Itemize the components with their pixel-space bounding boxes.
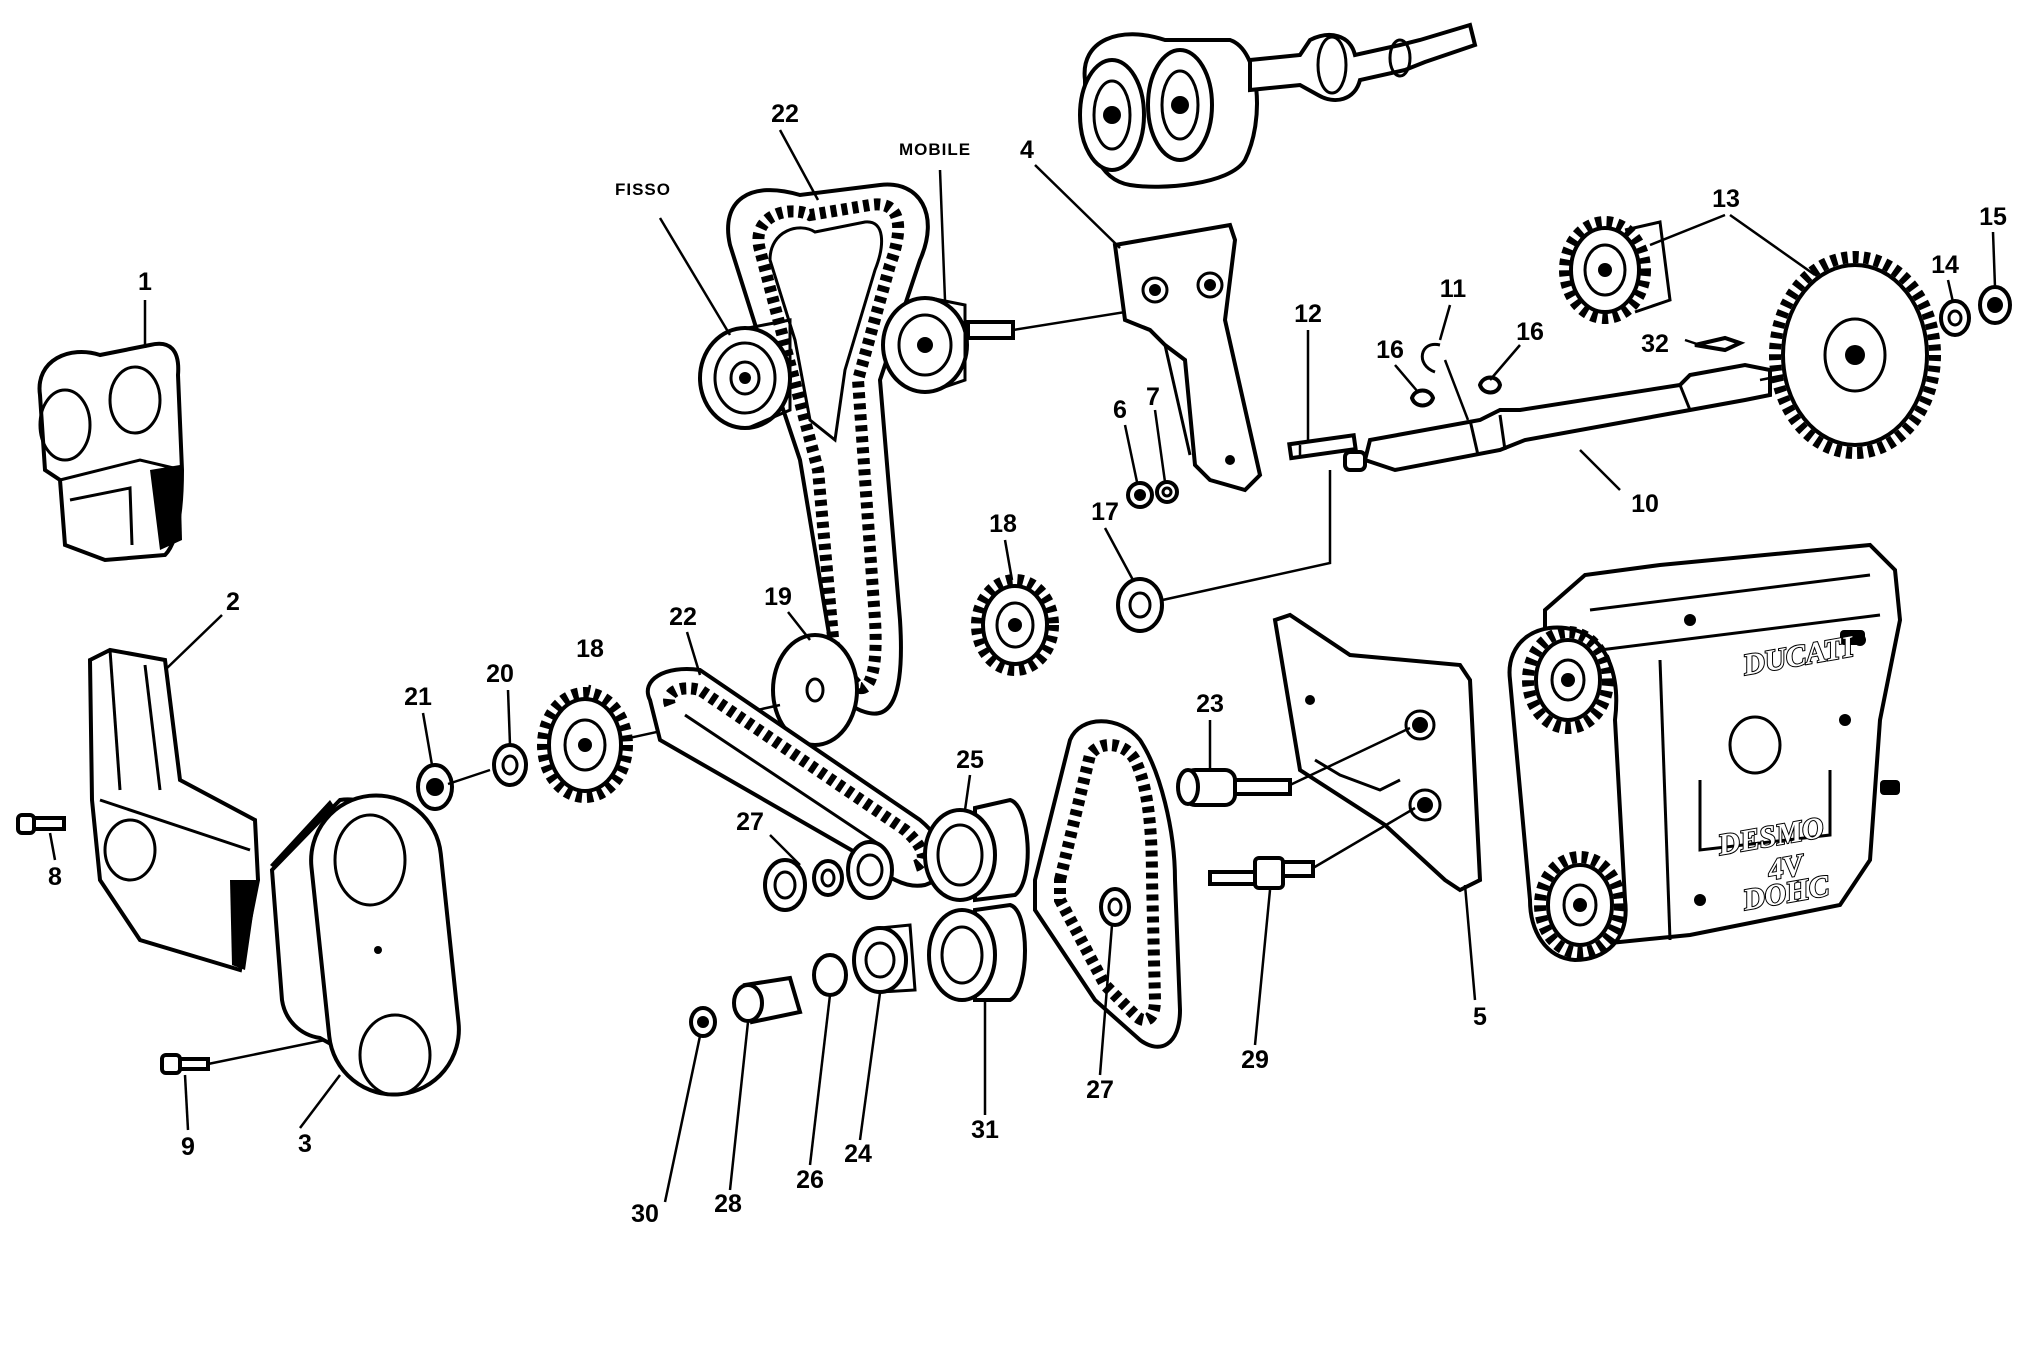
- part-32-key: [1694, 335, 1746, 353]
- label-16b: 16: [1516, 318, 1544, 346]
- part-30-nut: [689, 1006, 717, 1038]
- part-12-stud: [1287, 432, 1358, 461]
- label-27b: 27: [1086, 1076, 1114, 1104]
- label-26: 26: [796, 1166, 824, 1194]
- belt-right-diagonal: [1033, 719, 1183, 1049]
- label-1: 1: [138, 268, 152, 296]
- part-26-ring: [812, 953, 848, 997]
- part-21-nut: [416, 763, 454, 811]
- label-8: 8: [48, 863, 62, 891]
- part-16-key-a: [1409, 388, 1436, 408]
- part-20-washer: [492, 743, 528, 787]
- cylinder-head: DUCATI DESMO 4V DOHC: [1507, 542, 1903, 963]
- part-24-bearing: [852, 923, 917, 994]
- label-2: 2: [226, 588, 240, 616]
- label-12: 12: [1294, 300, 1322, 328]
- part-28-bushing: [732, 975, 803, 1025]
- part-29-stud: [1208, 806, 1416, 890]
- label-11: 11: [1440, 275, 1467, 303]
- label-27a: 27: [736, 808, 764, 836]
- label-25: 25: [956, 746, 984, 774]
- label-21: 21: [404, 683, 432, 711]
- camshaft-top: [1078, 22, 1478, 189]
- label-18a: 18: [989, 510, 1017, 538]
- label-17: 17: [1091, 498, 1119, 526]
- label-3: 3: [298, 1130, 312, 1158]
- idler-mobile: [881, 296, 1151, 394]
- label-10: 10: [1631, 490, 1659, 518]
- label-31: 31: [971, 1116, 999, 1144]
- part-17-washer: [1116, 577, 1164, 633]
- label-15: 15: [1979, 203, 2007, 231]
- part-11-circlip: [1420, 342, 1470, 421]
- label-22b: 22: [669, 603, 697, 631]
- label-24: 24: [844, 1140, 872, 1168]
- part-7-washer: [1155, 480, 1179, 504]
- label-32: 32: [1641, 330, 1669, 358]
- part-15-nut: [1978, 285, 2012, 325]
- part-23-stud: [1176, 726, 1411, 807]
- part-6-nut: [1126, 481, 1154, 509]
- label-28: 28: [714, 1190, 742, 1218]
- label-6: 6: [1113, 396, 1127, 424]
- label-18b: 18: [576, 635, 604, 663]
- part-27-bearing-mid: [846, 840, 894, 900]
- label-mobile: MOBILE: [899, 140, 971, 159]
- part-27-bearing-right: [1099, 887, 1131, 927]
- part-9-screw: [160, 1038, 326, 1131]
- label-13: 13: [1712, 185, 1740, 213]
- part-25-idler: [923, 797, 1030, 903]
- part-14-washer: [1939, 299, 1971, 337]
- part-16-key-b: [1477, 375, 1503, 395]
- part-4-bracket: [1112, 222, 1263, 493]
- label-20: 20: [486, 660, 514, 688]
- label-16a: 16: [1376, 336, 1404, 364]
- label-14: 14: [1931, 251, 1959, 279]
- part-18-pulley-upper: [971, 574, 1059, 676]
- label-7: 7: [1146, 383, 1160, 411]
- part-1-cover: [37, 341, 185, 563]
- part-13-gear-large: [1769, 251, 1941, 459]
- label-9: 9: [181, 1133, 195, 1161]
- part-22-top-belt: [726, 182, 930, 716]
- part-31-pulley: [927, 902, 1027, 1002]
- leader-lines: [143, 129, 1997, 1203]
- label-fisso: FISSO: [615, 180, 671, 199]
- label-19: 19: [764, 583, 792, 611]
- label-4: 4: [1020, 136, 1034, 164]
- part-18-pulley-lower: [537, 687, 633, 803]
- label-22a: 22: [771, 100, 799, 128]
- label-30: 30: [631, 1200, 659, 1228]
- part-3-belt-cover: [269, 793, 461, 1097]
- part-13-gear-small: [1559, 216, 1672, 324]
- label-5: 5: [1473, 1003, 1487, 1031]
- part-2-cover: [87, 647, 261, 973]
- label-23: 23: [1196, 690, 1224, 718]
- part-27-bearing-left: [763, 858, 807, 912]
- part-8-screw: [16, 813, 66, 861]
- label-29: 29: [1241, 1046, 1269, 1074]
- part-19-disc: [771, 633, 859, 747]
- part-5-bracket: [1272, 612, 1483, 893]
- idler-fisso: [698, 318, 792, 430]
- part-27-ring: [812, 859, 844, 897]
